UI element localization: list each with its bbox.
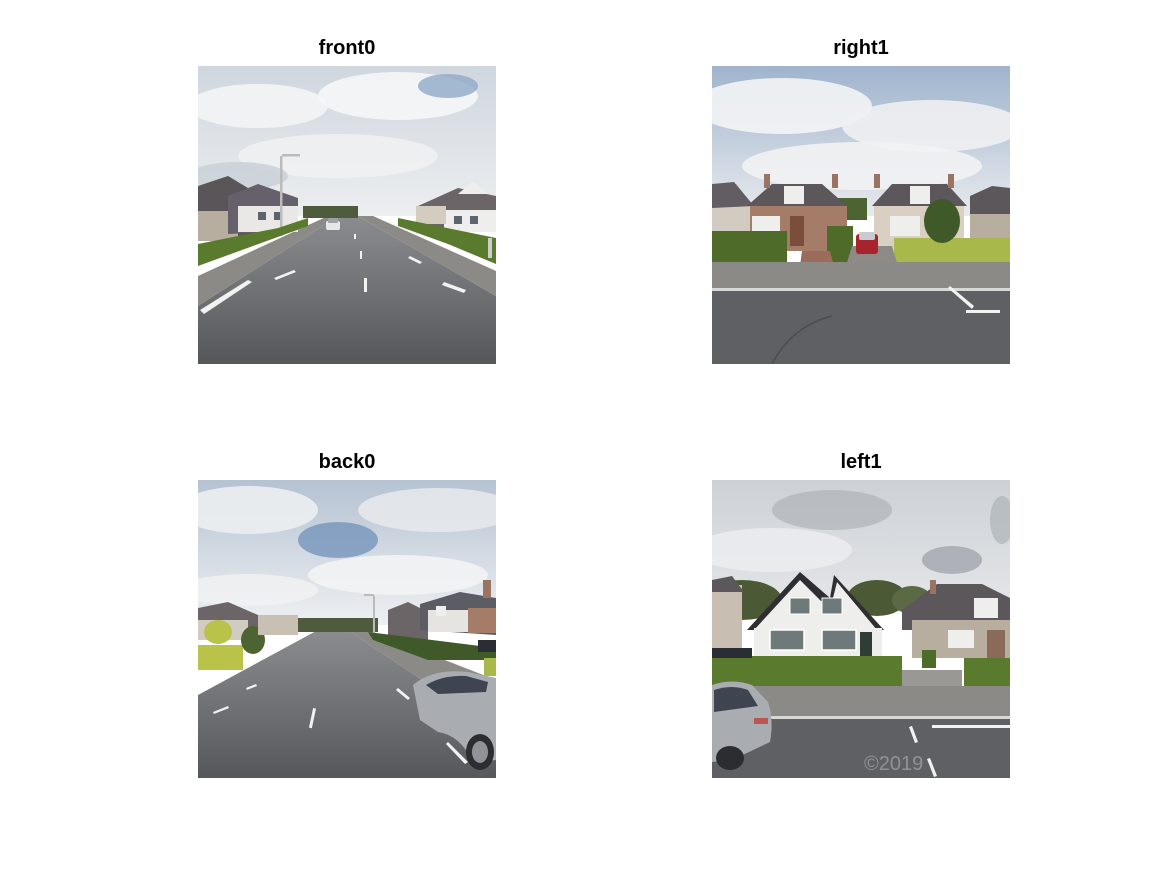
copyright-watermark: ©2019 [864,753,923,775]
street-photo-right [712,66,1010,364]
panel-title-left: left1 [840,451,882,473]
street-photo-front [198,66,496,364]
panel-title-right: right1 [833,37,889,59]
panel-title-back: back0 [318,451,376,473]
street-photo-left: ©2019 [712,480,1010,778]
panel-title-front: front0 [318,37,376,59]
street-photo-back [198,480,496,778]
